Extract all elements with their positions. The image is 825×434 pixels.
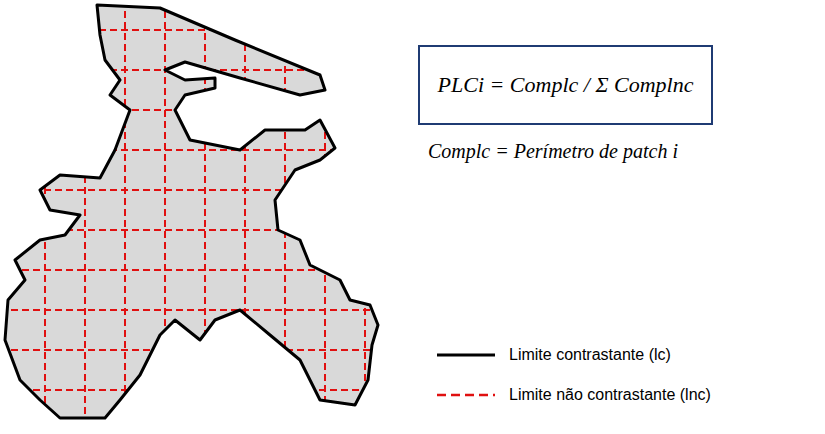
patch-outline [5, 5, 378, 418]
legend-line-sample [435, 383, 497, 407]
legend-row: Limite não contrastante (lnc) [435, 383, 711, 407]
legend-row: Limite contrastante (lc) [435, 343, 671, 367]
formula-text: PLCi = Complc / Σ Complnc [438, 72, 694, 98]
legend-text: Limite não contrastante (lnc) [509, 386, 711, 404]
formula-box: PLCi = Complc / Σ Complnc [418, 45, 713, 125]
definition-label: Complc = Perímetro de patch i [428, 140, 678, 163]
legend-text: Limite contrastante (lc) [509, 346, 671, 364]
patch-fill [5, 5, 378, 418]
legend-line-sample [435, 343, 497, 367]
non-contrasting-grid [0, 0, 380, 434]
